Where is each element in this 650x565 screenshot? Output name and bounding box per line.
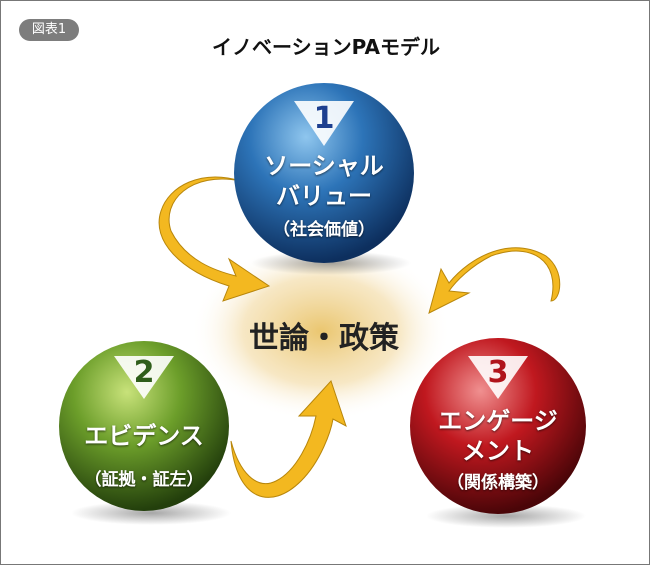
arrow-1-to-center <box>158 176 271 302</box>
triangle-icon <box>468 356 528 399</box>
figure-badge: 図表1 <box>19 19 79 41</box>
sphere-social-value <box>234 83 414 263</box>
sphere-1-sub: （社会価値） <box>273 220 375 240</box>
arrow-3-to-center <box>428 247 561 314</box>
sphere-3-label-2: メント <box>462 437 534 465</box>
sphere-evidence <box>59 341 229 511</box>
sphere-3-label: エンゲージ <box>438 407 558 435</box>
sphere-1-label-2: バリュー <box>276 182 372 210</box>
triangle-icon <box>294 101 354 146</box>
sphere-engagement <box>410 338 586 514</box>
arrow-2-to-center <box>230 380 347 498</box>
sphere-2-number: 2 <box>133 355 155 390</box>
sphere-1-label: ソーシャル <box>264 152 384 180</box>
center-label: 世論・政策 <box>249 321 399 356</box>
sphere-2-sub: （証拠・証左） <box>84 470 204 490</box>
sphere-3-number: 3 <box>487 355 509 390</box>
sphere-3-sub: （関係構築） <box>447 473 549 493</box>
triangle-icon <box>114 356 174 399</box>
diagram-title: イノベーションPAモデル <box>212 35 440 59</box>
sphere-2-label: エビデンス <box>84 422 204 450</box>
sphere-1-number: 1 <box>313 101 335 136</box>
